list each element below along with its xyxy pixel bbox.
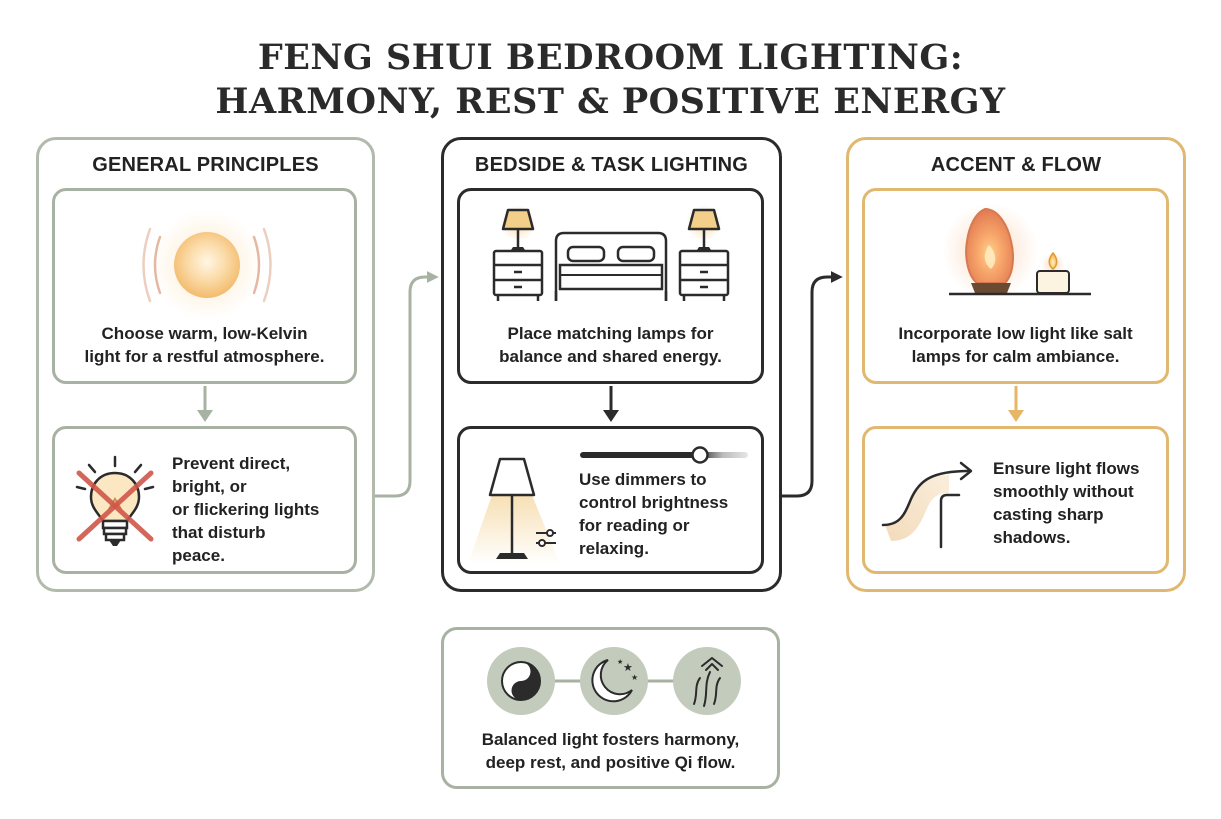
title-line-2: HARMONY, REST & POSITIVE ENERGY (215, 81, 1006, 122)
card-prevent-glare-text: Prevent direct, bright, or or flickering… (172, 454, 320, 565)
card-smooth-flow-text: Ensure light flows smoothly without cast… (993, 459, 1140, 547)
dimmer-slider (580, 446, 748, 464)
dimmable-floor-lamp-icon (468, 457, 560, 564)
crossed-bulb-icon (75, 455, 155, 546)
arrow-down-general (197, 386, 213, 422)
card-matching-lamps: Place matching lamps for balance and sha… (457, 188, 764, 384)
svg-text:★: ★ (617, 658, 623, 666)
light-flow-curve-icon (881, 461, 973, 549)
card-dimmers: Use dimmers to control brightness for re… (457, 426, 764, 574)
card-matching-lamps-text: Place matching lamps for balance and sha… (499, 324, 722, 366)
title-line-1: FENG SHUI BEDROOM LIGHTING: (257, 37, 964, 78)
connector-bedside-to-accent (782, 271, 843, 498)
summary-card: ★ ★ ★ Balanced light fosters harmony, de… (441, 627, 780, 789)
summary-text: Balanced light fosters harmony, deep res… (481, 730, 740, 772)
card-salt-lamps: Incorporate low light like salt lamps fo… (862, 188, 1169, 384)
yin-yang-icon (487, 647, 555, 715)
summary-icons: ★ ★ ★ (487, 647, 741, 715)
panel-title-accent: ACCENT & FLOW (930, 154, 1102, 176)
card-prevent-glare: Prevent direct, bright, or or flickering… (52, 426, 357, 574)
arrow-down-bedside (603, 386, 619, 422)
card-warm-light-text: Choose warm, low-Kelvin light for a rest… (84, 324, 325, 366)
card-dimmers-text: Use dimmers to control brightness for re… (579, 470, 729, 558)
card-warm-light: Choose warm, low-Kelvin light for a rest… (52, 188, 357, 384)
rising-arrows-icon (673, 647, 741, 715)
svg-text:★: ★ (623, 661, 633, 674)
page-title: FENG SHUI BEDROOM LIGHTING: HARMONY, RES… (0, 36, 1221, 124)
bed-with-matching-lamps-icon (492, 205, 730, 301)
connector-general-to-bedside (375, 271, 439, 498)
panel-title-bedside: BEDSIDE & TASK LIGHTING (474, 154, 749, 176)
svg-text:★: ★ (631, 673, 638, 682)
moon-stars-icon: ★ ★ ★ (580, 647, 648, 715)
salt-lamp-and-candle-icon (942, 203, 1091, 299)
panel-title-general: GENERAL PRINCIPLES (92, 154, 319, 176)
arrow-down-accent (1008, 386, 1024, 422)
card-salt-lamps-text: Incorporate low light like salt lamps fo… (898, 324, 1133, 366)
warm-glow-bulb-icon (142, 210, 272, 320)
card-smooth-flow: Ensure light flows smoothly without cast… (862, 426, 1169, 574)
